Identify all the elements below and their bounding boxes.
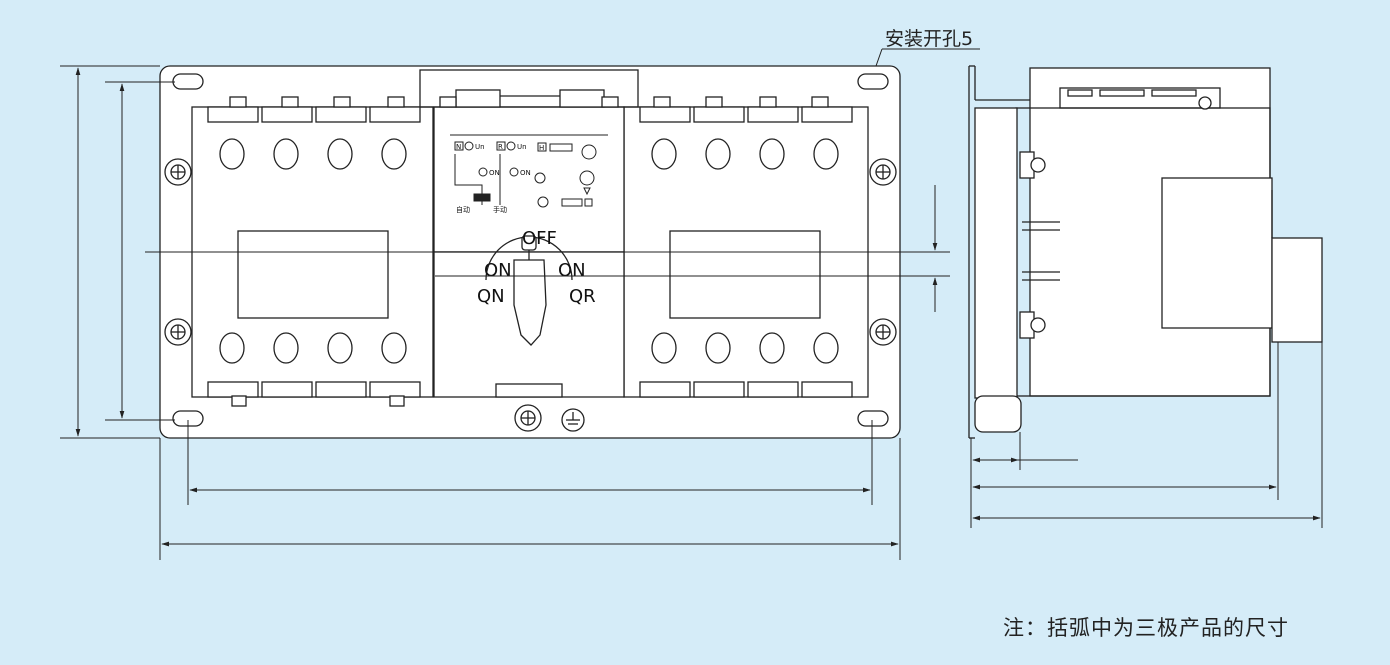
terminal-tabs-top: [207, 96, 853, 123]
terminal-tabs-bottom: [207, 381, 853, 407]
off-label: OFF: [522, 228, 557, 249]
controller-labels: N Un R Un H ON ON 自动 手动: [456, 143, 544, 214]
mount-slot: [172, 73, 204, 90]
controller-schematic: [450, 134, 608, 208]
mount-slot: [857, 410, 889, 427]
top-cover: [419, 69, 639, 108]
screw-icon: [164, 158, 897, 432]
side-view: [968, 65, 1323, 439]
side-label-block: [1161, 177, 1273, 329]
label-window-right: [669, 230, 821, 319]
rotary-switch[interactable]: [485, 235, 573, 346]
footnote: 注：括弧中为三极产品的尺寸: [1003, 616, 1289, 640]
un-label-1: Un: [475, 143, 485, 151]
on-left-label: ON: [484, 260, 512, 281]
auto-label: 自动: [456, 205, 470, 214]
un-label-2: Un: [517, 143, 527, 151]
ground-icon: [561, 408, 585, 432]
r-label: R: [498, 143, 503, 151]
terminal-holes: [219, 138, 839, 364]
on-label-1: ON: [489, 169, 500, 177]
dimension-lines: [60, 48, 1323, 560]
mount-slot: [857, 73, 889, 90]
manual-label: 手动: [493, 205, 507, 214]
on-right-label: ON: [558, 260, 586, 281]
qn-label: QN: [477, 286, 505, 307]
on-label-2: ON: [520, 169, 531, 177]
side-handle[interactable]: [1271, 237, 1323, 343]
mount-hole-label: 安装开孔5: [885, 28, 974, 50]
h-label: H: [539, 144, 544, 152]
qr-label: QR: [569, 286, 596, 307]
n-label: N: [456, 143, 461, 151]
label-window-left: [237, 230, 389, 319]
side-front-panel: [974, 107, 1018, 399]
